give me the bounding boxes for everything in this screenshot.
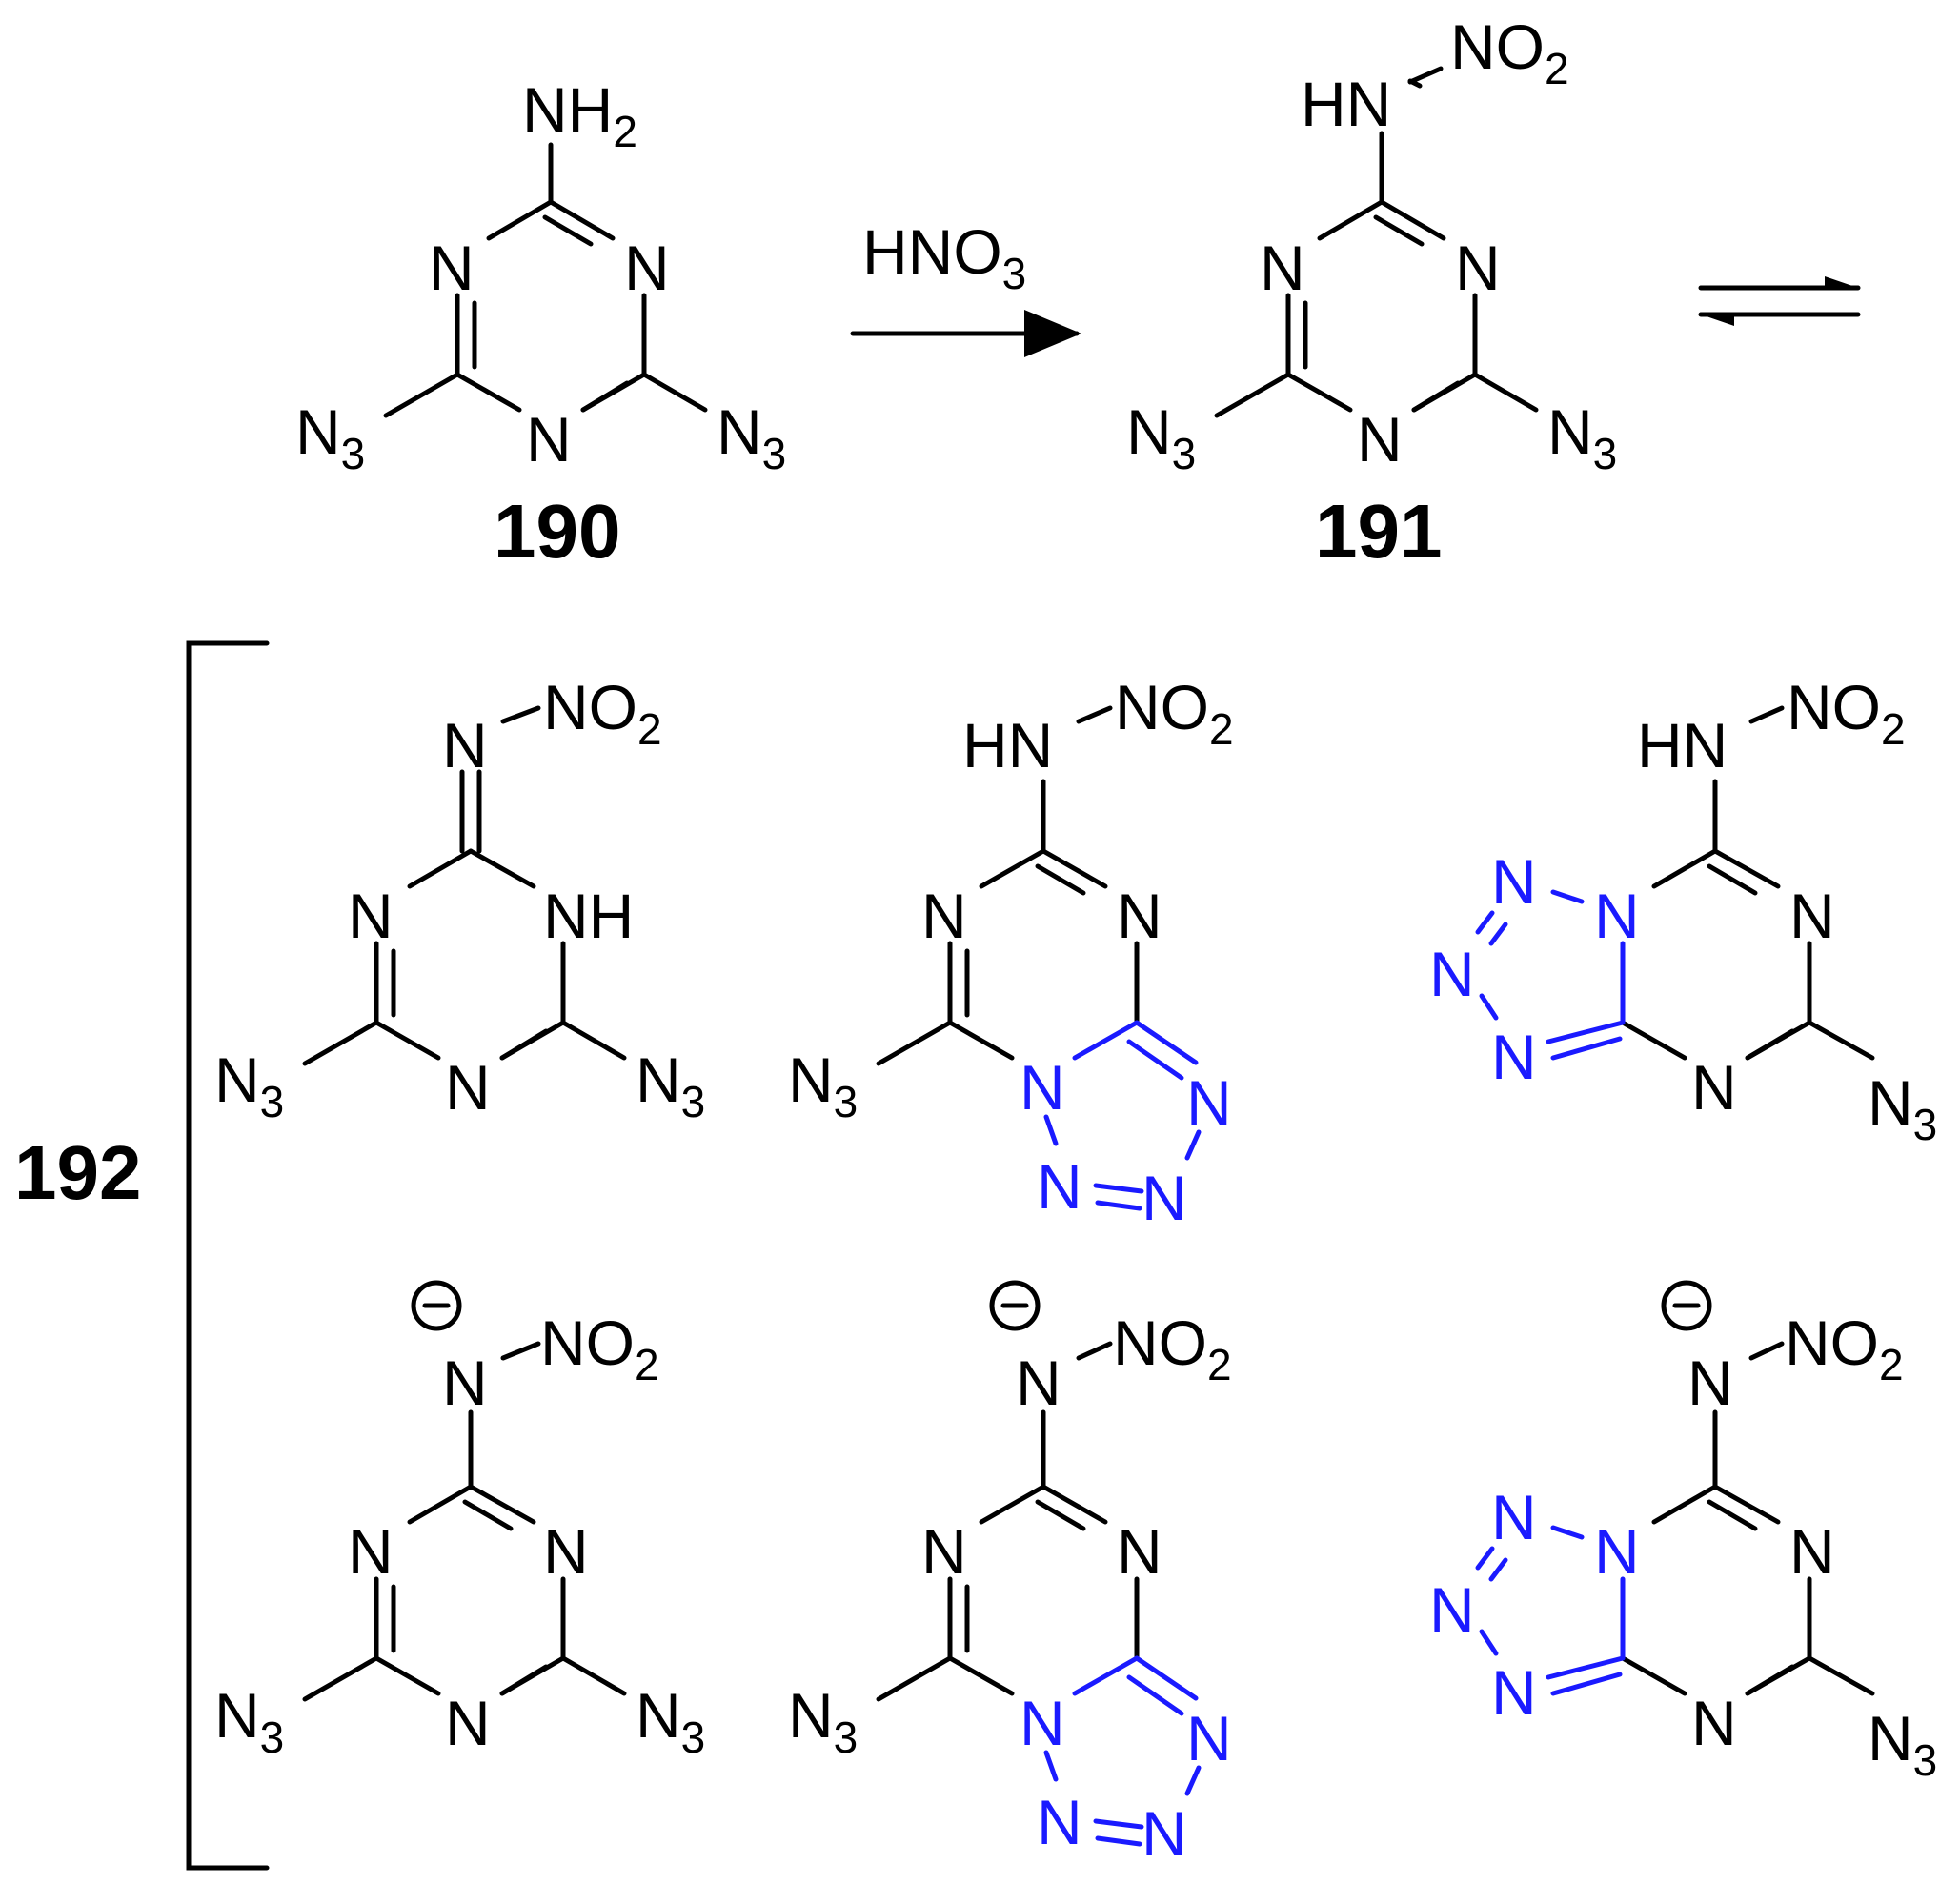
atom-n: N [348, 881, 394, 951]
compound-label-191: 191 [1315, 489, 1442, 574]
tetrazole-n: N [1594, 1516, 1640, 1587]
anion-tetrazolo-a: N NO2 N N N3 N N N N [788, 1280, 1232, 1869]
bracket-192: 192 [14, 640, 270, 1871]
tetrazole-n: N [1429, 939, 1475, 1009]
nitro-group: NO2 [1115, 672, 1234, 754]
nh-group: HN [1301, 69, 1391, 139]
tetrazole-n: N [1020, 1052, 1065, 1123]
nitro-group: NO2 [543, 672, 662, 754]
azide-group: N3 [1547, 396, 1617, 478]
atom-n: N [1117, 881, 1162, 951]
tautomer-tetrazolo-b: HN NO2 N N N3 N N N N [1429, 672, 1937, 1149]
atom-n: N [1260, 233, 1305, 303]
tetrazole-n: N [1020, 1688, 1065, 1758]
atom-n: N [543, 1516, 589, 1587]
atom-n: N [1789, 1516, 1835, 1587]
tautomer-tetrazolo-a: HN NO2 N N N3 N N N N [788, 672, 1234, 1233]
nh-group: HN [962, 710, 1053, 780]
tetrazole-n: N [1037, 1151, 1082, 1222]
atom-n: N [526, 404, 572, 475]
compound-label-190: 190 [494, 489, 620, 574]
anionic-n: N [1687, 1348, 1733, 1418]
anionic-n: N [442, 1348, 488, 1418]
azide-group: N3 [1868, 1703, 1937, 1785]
atom-n: N [1357, 404, 1403, 475]
bonds-191 [1214, 66, 1539, 418]
anion-triazine: N NO2 N N N N3 N3 [214, 1280, 705, 1762]
equilibrium-arrows [1698, 276, 1861, 326]
nitro-group: NO2 [1450, 11, 1569, 93]
minus-charge [411, 1280, 462, 1331]
atom-n: N [921, 1516, 967, 1587]
atom-n: N [445, 1052, 491, 1123]
azide-group: N3 [636, 1680, 705, 1762]
azide-group: N3 [1868, 1067, 1937, 1149]
azide-group: N3 [717, 396, 786, 478]
atom-n: N [1789, 881, 1835, 951]
minus-charge [989, 1280, 1041, 1331]
azide-group: N3 [1126, 396, 1196, 478]
nh-group: NH [543, 881, 634, 951]
atom-n: N [624, 233, 670, 303]
tetrazole-n: N [1491, 1022, 1537, 1092]
nh-group: HN [1637, 710, 1728, 780]
tetrazole-n: N [1186, 1067, 1232, 1138]
bonds-190 [383, 142, 708, 418]
tetrazole-n: N [1186, 1703, 1232, 1774]
azide-group: N3 [295, 396, 365, 478]
tetrazole-n: N [1142, 1798, 1187, 1869]
atom-n: N [921, 881, 967, 951]
azide-group: N3 [788, 1044, 858, 1126]
reaction-arrow: HNO3 [850, 216, 1081, 357]
azide-group: N3 [214, 1044, 284, 1126]
tetrazole-n: N [1142, 1163, 1187, 1233]
anionic-n: N [1016, 1348, 1061, 1418]
atom-n: N [1691, 1688, 1737, 1758]
atom-n: N [1691, 1052, 1737, 1123]
compound-191: HN NO2 N N N N3 N3 191 [1126, 11, 1617, 574]
azide-group: N3 [214, 1680, 284, 1762]
tetrazole-n: N [1429, 1574, 1475, 1645]
azide-group: N3 [788, 1680, 858, 1762]
reagent-label: HNO3 [862, 216, 1026, 298]
atom-n: N [429, 233, 475, 303]
tetrazole-n: N [1491, 1482, 1537, 1552]
atom-n: N [1117, 1516, 1162, 1587]
nitro-group: NO2 [540, 1307, 659, 1389]
anion-tetrazolo-b: N NO2 N N N3 N N N N [1429, 1280, 1937, 1785]
amino-group: NH2 [522, 74, 637, 156]
minus-charge [1661, 1280, 1712, 1331]
atom-n: N [442, 710, 488, 780]
compound-190: NH2 N N N N3 N3 190 [295, 74, 786, 574]
tetrazole-n: N [1594, 881, 1640, 951]
atom-n: N [445, 1688, 491, 1758]
atom-n: N [1455, 233, 1501, 303]
atom-n: N [348, 1516, 394, 1587]
nitro-group: NO2 [1787, 672, 1906, 754]
azide-group: N3 [636, 1044, 705, 1126]
tetrazole-n: N [1491, 1657, 1537, 1728]
compound-label-192: 192 [14, 1130, 141, 1215]
nitro-group: NO2 [1785, 1307, 1904, 1389]
tetrazole-n: N [1491, 846, 1537, 917]
nitro-group: NO2 [1113, 1307, 1232, 1389]
tetrazole-n: N [1037, 1787, 1082, 1857]
tautomer-imino: N NO2 N NH N N3 N3 [214, 672, 705, 1126]
